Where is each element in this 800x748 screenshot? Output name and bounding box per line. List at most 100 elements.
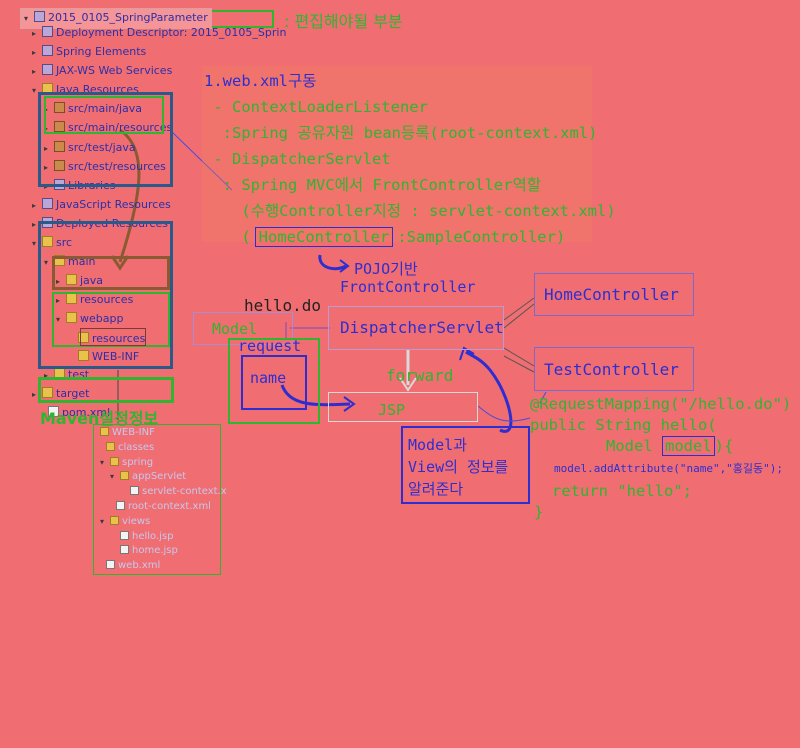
code-line-3: Model model){ [606,436,734,456]
tree2-item[interactable]: root-context.xml [100,500,227,515]
dispatcher-servlet-label: DispatcherServlet [340,318,504,337]
tree2-item[interactable]: ▾spring [100,456,154,468]
java-resources-box [38,92,173,187]
jsp-file-icon [120,545,129,555]
source-folder-icon [54,159,65,171]
tree-item[interactable]: ▸JAX-WS Web Services [32,64,173,78]
folder-icon [78,331,89,343]
project-icon [34,11,45,22]
xml-file-icon [116,500,125,510]
web-inf-box [80,328,146,346]
test-controller-box [534,347,694,391]
descriptor-icon [42,26,53,37]
notes-line-2: - ContextLoaderListener [204,98,428,116]
model-view-text: Model과 View의 정보를 알려준다 [408,436,509,498]
notes-line-1: 1.web.xml구동 [204,72,317,90]
tree-root-label: 2015_0105_SpringParameter [48,11,208,24]
folder-icon [106,441,115,451]
tree2-item[interactable]: web.xml [100,559,227,574]
notes-line-3: :Spring 공유자원 bean등록(root-context.xml) [204,124,598,142]
webinf-tree: WEB-INF classes ▾spring ▾appServlet serv… [100,426,227,574]
tree2-item[interactable]: hello.jsp [100,530,227,545]
tree-item[interactable]: ▸resources [56,293,134,307]
folder-icon [100,427,109,436]
tree-item[interactable]: ▸src/test/java [44,140,136,154]
src-main-java-box [44,96,164,134]
home-controller-highlight: HomeController [254,227,394,247]
tree-item[interactable]: ▸target [32,386,90,400]
test-controller-label: TestController [544,360,679,379]
tree-item[interactable]: ▾webapp [56,312,124,326]
tree-item[interactable]: ▸Deployment Descriptor: 2015_0105_Sprin [32,26,287,39]
notes-line-7: (HomeController:SampleController) [204,227,566,247]
webinf-panel [93,424,221,575]
tree2-item[interactable]: ▾views [100,515,151,527]
tree2-item[interactable]: WEB-INF [100,426,227,441]
xml-file-icon [130,486,139,496]
notes-text: 1.web.xml구동 - ContextLoaderListener :Spr… [204,68,616,250]
name-box [241,355,307,410]
tree-item[interactable]: ▸java [56,274,104,288]
tree-item[interactable]: resources [32,330,286,348]
folder-icon [110,515,119,525]
folder-icon [42,386,53,398]
code-line-4: model.addAttribute("name","홍길동"); [554,462,784,475]
tree-item[interactable]: ▸src/test/resources [44,159,166,173]
code-line-5: return "hello"; [552,482,692,500]
tree2-item[interactable]: servlet-context.x [100,485,227,500]
folder-icon [66,312,77,324]
code-line-1: @RequestMapping("/hello.do") [530,395,792,413]
notes-block [202,66,592,242]
home-controller-label: HomeController [544,285,679,304]
tree-item[interactable]: ▸JavaScript Resources [32,197,171,211]
tree-item[interactable]: pom.xml [32,404,286,422]
jsp-label: JSP [378,401,406,419]
tree2-item[interactable]: classes [100,441,227,456]
tree-item[interactable]: ▸src/main/resources [44,121,173,135]
model-param-highlight: model [662,436,715,456]
notes-line-4: - DispatcherServlet [204,150,391,168]
xml-file-icon [106,560,115,570]
code-block: @RequestMapping("/hello.do") public Stri… [530,394,791,523]
javascript-icon [42,197,53,209]
pojo-label: POJO기반 FrontController [340,260,476,296]
tree-item[interactable]: ▸src/main/java [44,102,143,116]
hello-do-label: hello.do [244,296,322,315]
maven-label: Maven설정정보 [40,409,159,428]
src-box [38,221,173,369]
pom-xml-box [38,377,174,403]
webapp-box [52,292,170,347]
model-box [193,312,293,345]
source-folder-icon [54,121,65,133]
dispatcher-servlet-box [328,306,504,350]
request-box [228,338,320,424]
tree-root[interactable]: ▾2015_0105_SpringParameter [20,8,212,29]
model-view-box [401,426,530,504]
tree2-item[interactable]: home.jsp [100,544,227,559]
code-line-2: public String hello( [530,416,717,434]
main-java-box [52,256,170,290]
folder-icon [42,236,53,248]
folder-icon [66,274,77,286]
tree-item[interactable]: ▾src [32,236,73,250]
jsp-box [328,392,478,422]
jsp-file-icon [120,530,129,540]
spring-icon [42,45,53,57]
tree2-item[interactable]: ▾appServlet [110,471,187,483]
folder-icon [120,471,129,481]
folder-icon [110,456,119,466]
home-controller-box [534,273,694,316]
model-label: Model [212,320,258,338]
tree-item[interactable]: ▸Spring Elements [32,45,147,59]
project-tree: ▾2015_0105_SpringParameter [20,8,212,29]
request-label: request [238,337,302,355]
tree-item[interactable]: WEB-INF [32,348,286,366]
code-line-6: } [534,503,544,521]
folder-icon [78,349,89,361]
legend-text: : 편집해야될 부분 [284,12,403,31]
source-folder-icon [54,140,65,152]
xml-file-icon [48,405,59,417]
source-folder-icon [54,102,65,114]
webservice-icon [42,64,53,76]
